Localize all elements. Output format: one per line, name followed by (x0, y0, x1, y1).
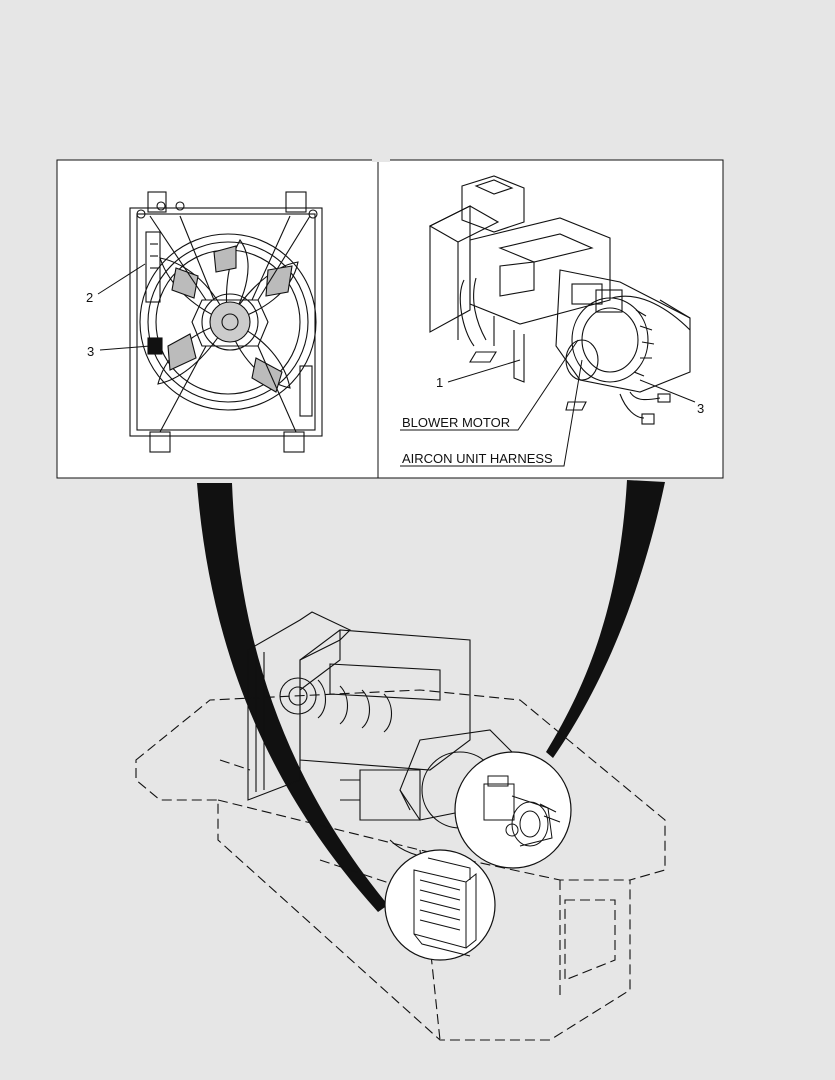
callout-1-right: 1 (436, 375, 444, 390)
right-sweep (546, 480, 665, 758)
callout-2-left: 2 (86, 290, 94, 305)
detail-circle-aircon (454, 751, 572, 869)
aircon-unit-harness-label: AIRCON UNIT HARNESS (402, 451, 553, 466)
aircon-unit (428, 175, 691, 425)
detail-circle-condenser (384, 849, 496, 961)
left-sweep (197, 483, 388, 912)
left-callout-leaders (97, 263, 151, 351)
callout-3-left: 3 (87, 344, 95, 359)
callout-3-right: 3 (697, 401, 705, 416)
detail-panels (56, 155, 724, 479)
right-callout-leaders (400, 339, 696, 467)
condenser-fan-assembly (129, 191, 323, 453)
blower-motor-label: BLOWER MOTOR (402, 415, 511, 430)
